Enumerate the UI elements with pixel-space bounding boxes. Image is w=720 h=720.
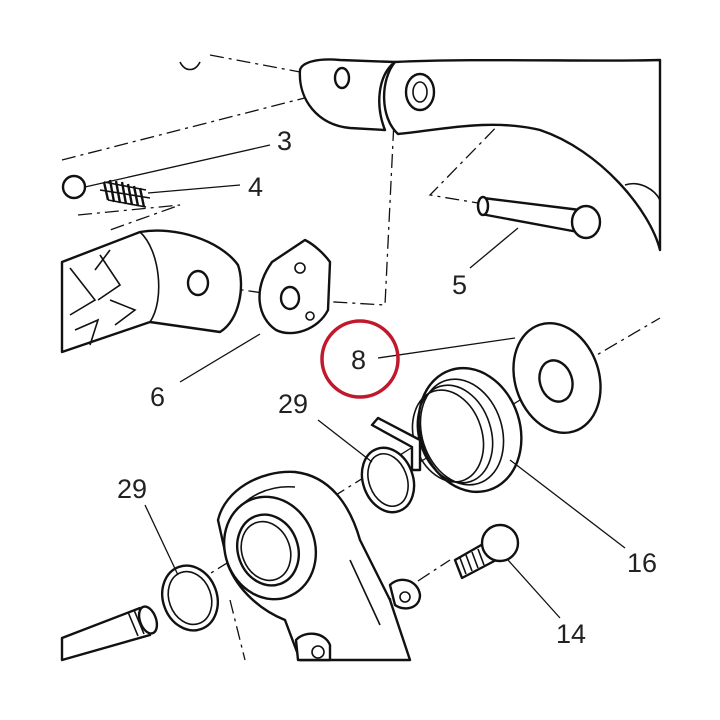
callout-16: 16 <box>627 548 657 578</box>
lower-shaft <box>60 605 159 662</box>
callout-5: 5 <box>452 270 467 300</box>
callout-29-upper: 29 <box>278 389 308 419</box>
part-16-torsion-spring <box>370 366 523 494</box>
callout-labels: 3 4 5 6 8 29 29 16 14 <box>117 126 657 649</box>
frame-bracket <box>179 58 662 252</box>
part-29-oring-upper <box>360 446 416 514</box>
callout-8: 8 <box>351 345 366 375</box>
part-14-bolt <box>453 523 520 580</box>
highlight-circle <box>320 319 400 399</box>
part-5-pin <box>476 195 602 240</box>
callout-4: 4 <box>248 172 263 202</box>
part-6-plate <box>258 238 332 335</box>
leader-lines <box>84 144 626 619</box>
part-8-washer <box>512 321 602 435</box>
footpeg-body <box>60 229 243 354</box>
part-3-ball <box>61 174 87 200</box>
part-29-oring-lower <box>161 564 219 632</box>
pedal-arm <box>216 470 422 662</box>
callout-29-lower: 29 <box>117 474 147 504</box>
callout-3: 3 <box>277 126 292 156</box>
callout-14: 14 <box>556 619 586 649</box>
callout-6: 6 <box>150 382 165 412</box>
part-4-spring <box>99 179 151 208</box>
